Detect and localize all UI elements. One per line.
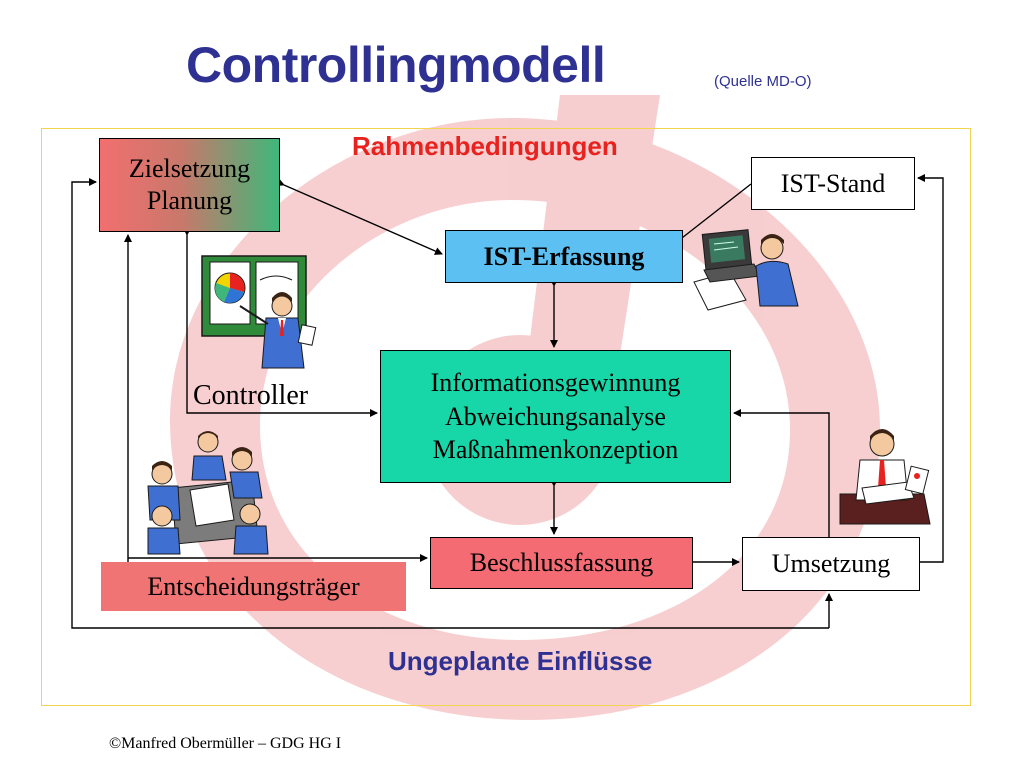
controller-label: Controller bbox=[193, 380, 309, 411]
analysis-line-3: Maßnahmenkonzeption bbox=[432, 435, 679, 465]
arrow-goal-analysis bbox=[183, 228, 378, 417]
arrow-implementation-analysis bbox=[733, 409, 830, 537]
analysis-line-1: Informationsgewinnung bbox=[430, 367, 681, 397]
goal-planning-box: Zielsetzung Planung bbox=[99, 138, 280, 232]
presenter-clipart-icon bbox=[201, 255, 317, 369]
frame-border bbox=[41, 128, 971, 706]
arrow-implementation-ist-stand bbox=[917, 174, 944, 563]
implementation-box: Umsetzung bbox=[742, 537, 920, 591]
decision-makers-box: Entscheidungsträger bbox=[101, 562, 406, 611]
footer-copyright: ©Manfred Obermüller – GDG HG I bbox=[109, 735, 342, 752]
arrow-outer-loop-goal bbox=[71, 178, 829, 629]
frame-label-bottom: Ungeplante Einflüsse bbox=[388, 646, 653, 676]
planning-label: Planung bbox=[146, 186, 233, 215]
analysis-box: Informationsgewinnung Abweichungsanalyse… bbox=[380, 350, 731, 483]
decision-box: Beschlussfassung bbox=[430, 537, 693, 589]
goal-label: Zielsetzung bbox=[128, 153, 251, 183]
frame-label-top: Rahmenbedingungen bbox=[352, 131, 618, 161]
arrow-goal-ist-erfassung bbox=[275, 178, 443, 255]
source-note: (Quelle MD-O) bbox=[714, 73, 812, 90]
analysis-line-2: Abweichungsanalyse bbox=[445, 401, 666, 431]
ist-erfassung-box: IST-Erfassung bbox=[445, 230, 683, 283]
meeting-clipart-icon bbox=[147, 431, 269, 555]
ist-stand-box: IST-Stand bbox=[751, 157, 915, 210]
computer-user-clipart-icon bbox=[693, 229, 799, 311]
page-title: Controllingmodell bbox=[186, 37, 606, 93]
writing-businessman-clipart-icon bbox=[839, 429, 931, 525]
